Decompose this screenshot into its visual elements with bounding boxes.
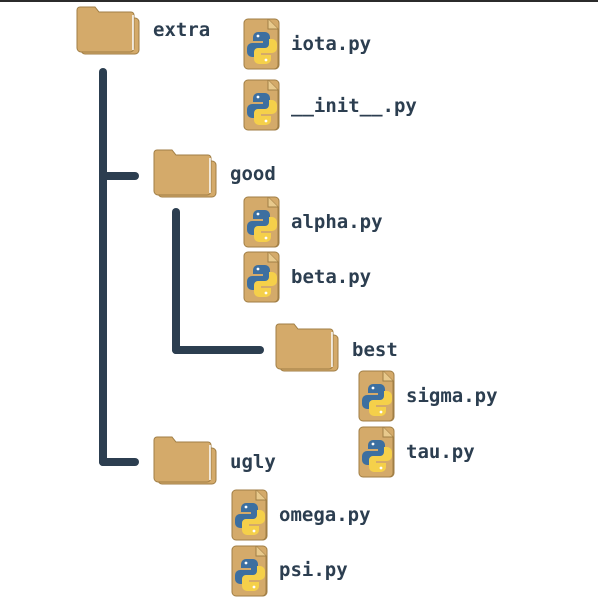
folder-label-ugly: ugly [230,451,276,473]
folder-icon [75,6,141,56]
python-file-icon [242,250,282,304]
file-label: __init__.py [291,95,417,117]
folder-label-extra: extra [153,19,211,41]
python-file-icon [230,488,270,542]
connector-good-trunk [172,208,180,354]
top-border [0,0,598,2]
python-file-icon [357,369,397,423]
python-file-icon [242,195,282,249]
folder-icon [152,436,218,486]
file-label: psi.py [279,559,348,581]
file-label: alpha.py [291,211,383,233]
python-file-icon [242,78,282,132]
connector-extra-good [99,172,139,180]
connector-extra-trunk [99,68,107,466]
python-file-icon [230,544,270,598]
connector-extra-ugly [99,458,139,466]
file-label: omega.py [279,504,371,526]
folder-icon [274,323,340,373]
folder-icon [152,149,218,199]
file-label: iota.py [291,33,372,55]
python-file-icon [357,425,397,479]
file-label: tau.py [406,441,475,463]
python-file-icon [242,17,282,71]
connector-good-best [172,346,264,354]
file-label: beta.py [291,266,372,288]
file-label: sigma.py [406,385,498,407]
folder-label-best: best [352,339,398,361]
folder-label-good: good [230,163,276,185]
